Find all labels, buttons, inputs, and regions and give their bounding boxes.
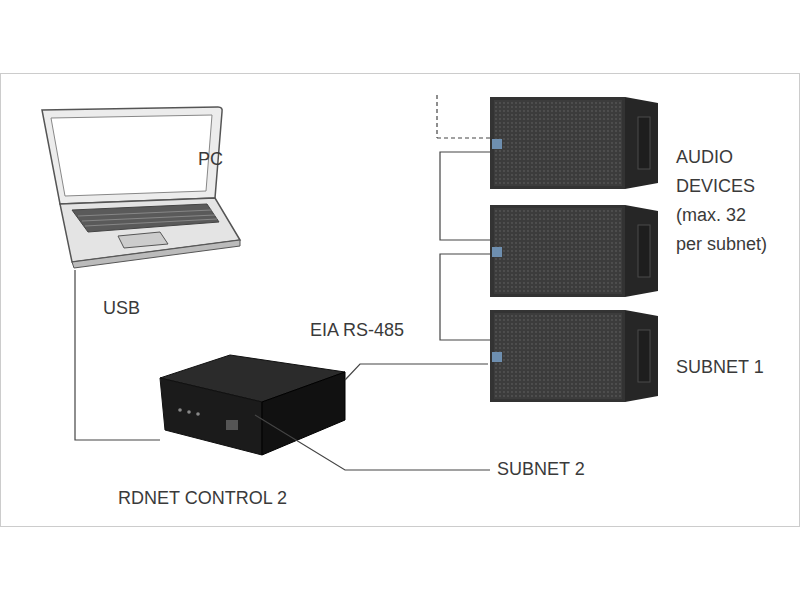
speaker: [490, 205, 658, 297]
laptop-illustration: [42, 107, 240, 268]
device-label: AUDIO DEVICES (max. 32 per subnet): [676, 143, 776, 259]
subnet-label: SUBNET 2: [497, 455, 647, 484]
device-label: SUBNET 1: [676, 353, 791, 382]
laptop-touchpad: [118, 232, 168, 248]
interface-front: [160, 378, 262, 455]
interface-side: [262, 372, 345, 455]
link-wire: [440, 254, 490, 340]
dashed-wire: [436, 95, 437, 138]
interface-led: [187, 410, 191, 414]
speaker-stack: [490, 97, 658, 402]
dashed-wire: [437, 137, 490, 138]
device-label: PC: [198, 145, 258, 174]
cable-label: EIA RS-485: [310, 316, 450, 345]
speaker: [490, 310, 658, 402]
interface-illustration: [160, 355, 345, 455]
laptop-screen: [51, 115, 212, 196]
interface-led: [196, 412, 200, 416]
frame: [1, 74, 800, 527]
device-label: RDNET CONTROL 2: [118, 484, 348, 513]
laptop-keyboard: [72, 204, 219, 232]
cable-connector: [75, 270, 160, 440]
leader-line: [255, 415, 490, 470]
laptop-lid: [42, 107, 222, 204]
link-wires: [255, 95, 490, 470]
link-wire: [440, 152, 490, 240]
interface-usb-port: [226, 420, 238, 430]
device-node: PC: [35, 105, 240, 270]
cable-connector: [345, 364, 488, 380]
keyboard-rows: [78, 210, 217, 226]
cable-label: USB: [103, 294, 183, 323]
interface-led: [178, 408, 182, 412]
speaker: [490, 97, 658, 189]
device-node: AUDIO DEVICES (max. 32 per subnet) SUBNET…: [488, 95, 795, 402]
device-node: RDNET CONTROL 2: [160, 355, 345, 460]
